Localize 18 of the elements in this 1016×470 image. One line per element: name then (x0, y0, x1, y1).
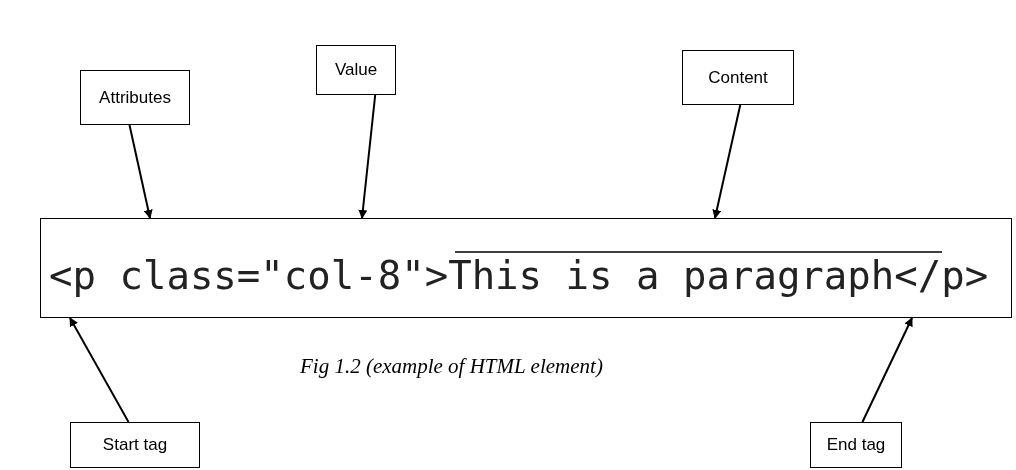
leader-arrow (861, 317, 913, 423)
leader-arrow (69, 317, 130, 423)
callout-text: End tag (826, 435, 886, 455)
callout-box (80, 70, 190, 125)
callout-box (316, 45, 396, 95)
leader-arrow (128, 124, 153, 219)
leader-arrow (712, 104, 742, 219)
callout-box (70, 422, 200, 468)
callout-text: Start tag (102, 435, 168, 455)
code-text: <p class="col-8">This is a paragraph</p> (49, 253, 989, 298)
callout-box (810, 422, 902, 468)
callout-text: Attributes (99, 87, 171, 108)
leader-arrow (358, 94, 377, 219)
figure-caption: Fig 1.2 (example of HTML element) (300, 354, 603, 379)
callout-box (682, 50, 794, 105)
callout-text: Content (708, 67, 768, 88)
callout-text: Value (334, 60, 378, 80)
code-panel (40, 218, 1012, 318)
